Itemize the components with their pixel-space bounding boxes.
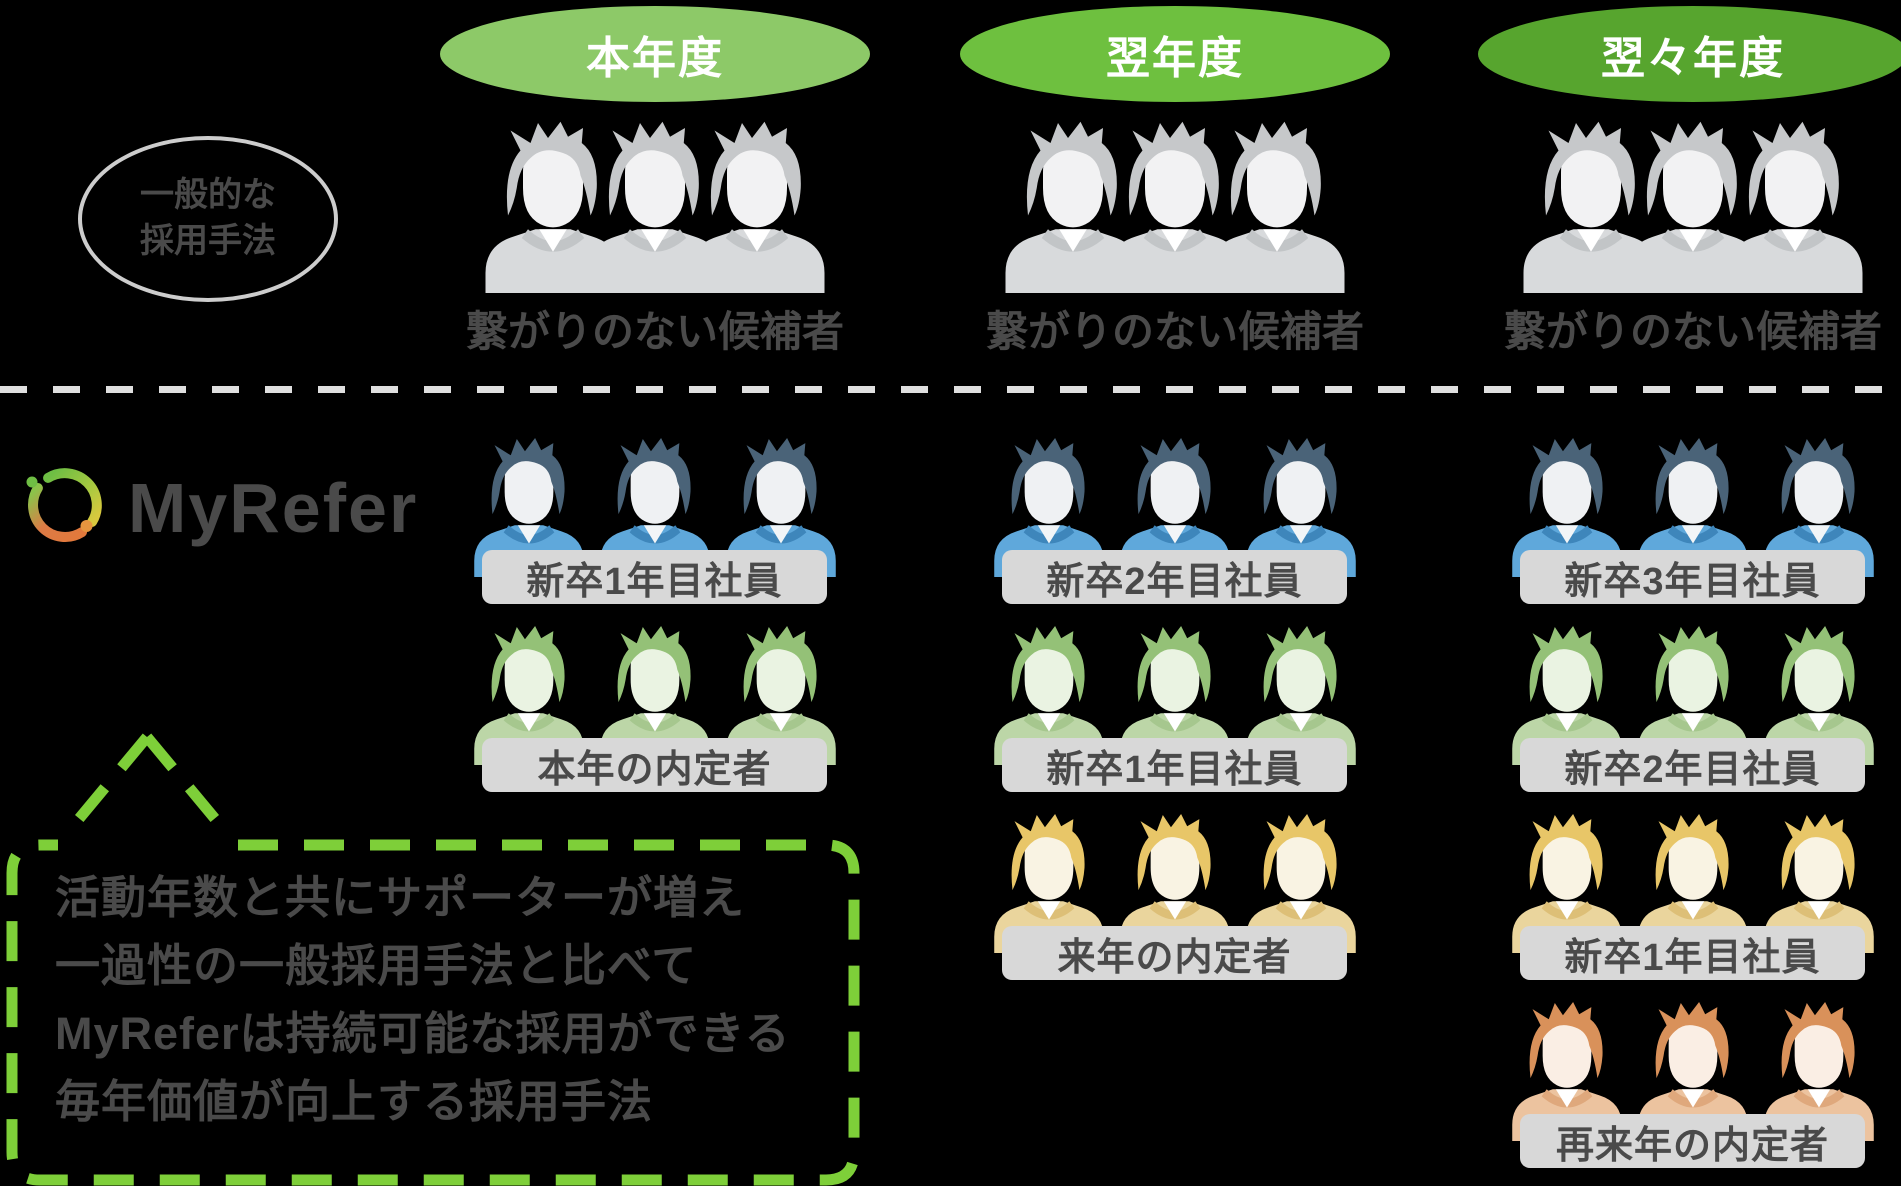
group-label: 新卒3年目社員: [1520, 550, 1865, 604]
note-line: 毎年価値が向上する採用手法: [55, 1076, 654, 1127]
general-method-line2: 採用手法: [140, 222, 276, 260]
group-label: 新卒1年目社員: [1002, 738, 1347, 792]
person-icon: [1202, 118, 1352, 293]
group-label-text: 新卒3年目社員: [1564, 560, 1821, 603]
general-method-line1: 一般的な: [140, 176, 276, 215]
note-line: 活動年数と共にサポーターが増え: [55, 872, 746, 923]
group-label-text: 新卒2年目社員: [1046, 560, 1303, 603]
group-label: 来年の内定者: [1002, 926, 1347, 980]
note-line: 一過性の一般採用手法と比べて: [55, 940, 698, 991]
dashed-separator: [0, 386, 1901, 393]
note-bubble-border: [6, 733, 860, 1186]
group-label-text: 新卒2年目社員: [1564, 748, 1821, 791]
no-connection-caption: 繋がりのない候補者: [985, 308, 1364, 355]
no-connection-caption: 繋がりのない候補者: [1503, 308, 1882, 355]
note-text: 活動年数と共にサポーターが増え 一過性の一般採用手法と比べて MyReferは持…: [55, 864, 855, 1136]
year-label: 翌年度: [1106, 34, 1244, 83]
group-label: 新卒2年目社員: [1520, 738, 1865, 792]
group-label: 再来年の内定者: [1520, 1114, 1865, 1168]
group-label: 新卒1年目社員: [1520, 926, 1865, 980]
group-label: 新卒2年目社員: [1002, 550, 1347, 604]
group-label-text: 来年の内定者: [1057, 936, 1292, 979]
group-label-text: 再来年の内定者: [1555, 1124, 1829, 1167]
group-label-text: 本年の内定者: [537, 748, 772, 791]
group-label-text: 新卒1年目社員: [526, 560, 783, 603]
person-icon: [1720, 118, 1870, 293]
myrefer-wordmark: MyRefer: [128, 469, 419, 547]
person-icon: [682, 118, 832, 293]
year-ellipse-year-after-next: 翌々年度: [1478, 6, 1901, 102]
group-label-text: 新卒1年目社員: [1564, 936, 1821, 979]
general-method-ellipse: 一般的な 採用手法: [78, 136, 338, 302]
candidates-group-year1: [478, 118, 832, 293]
year-ellipse-current: 本年度: [440, 6, 870, 102]
year-ellipse-next: 翌年度: [960, 6, 1390, 102]
year-label: 翌々年度: [1601, 34, 1785, 83]
candidates-group-year2: [998, 118, 1352, 293]
candidates-group-year3: [1516, 118, 1870, 293]
no-connection-caption: 繋がりのない候補者: [465, 308, 844, 355]
year-label: 本年度: [586, 34, 724, 83]
note-line: MyReferは持続可能な採用ができる: [55, 1008, 791, 1059]
group-label: 新卒1年目社員: [482, 550, 827, 604]
group-label-text: 新卒1年目社員: [1046, 748, 1303, 791]
myrefer-logo-ring-icon: [26, 468, 102, 542]
group-label: 本年の内定者: [482, 738, 827, 792]
